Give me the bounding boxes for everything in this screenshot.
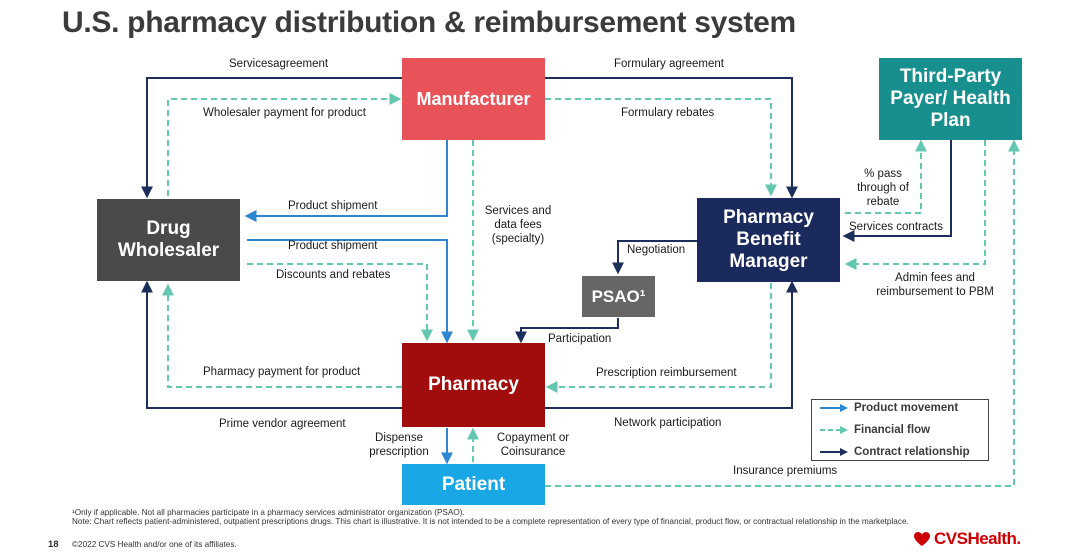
discounts-rebates-label: Discounts and rebates	[276, 269, 391, 281]
network-participation-label: Network participation	[614, 417, 722, 429]
legend-item-contract: Contract relationship	[820, 444, 970, 460]
page-title: U.S. pharmacy distribution & reimburseme…	[62, 6, 796, 39]
copyright: ©2022 CVS Health and/or one of its affil…	[72, 540, 237, 549]
financial-legend-swatch	[820, 426, 848, 434]
pbm-node: Pharmacy Benefit Manager	[697, 198, 840, 282]
pass-through-label: % pass through of rebate	[857, 168, 909, 208]
product-legend-swatch	[820, 404, 848, 412]
prescription-reimbursement-label: Prescription reimbursement	[596, 367, 737, 379]
legend: Product movement Financial flow Contract…	[811, 399, 989, 461]
heart-icon	[914, 532, 930, 546]
pharmacy-payment-label: Pharmacy payment for product	[203, 366, 361, 378]
formulary-rebates-label: Formulary rebates	[621, 107, 715, 119]
product-shipment-1-line	[244, 140, 448, 222]
services-contracts-label: Services contracts	[849, 221, 943, 233]
psao-node: PSAO¹	[582, 276, 655, 317]
insurance-premiums-label: Insurance premiums	[733, 465, 838, 477]
wholesaler-payment-line	[167, 93, 402, 196]
pass-through-line	[845, 139, 927, 214]
cvs-health-logo: CVSHealth.	[913, 529, 1021, 549]
services-agreement-label: Servicesagreement	[229, 58, 329, 70]
footnote: ¹Only if applicable. Not all pharmacies …	[72, 508, 932, 527]
copayment-label: Copayment or Coinsurance	[496, 432, 570, 458]
legend-label-product: Product movement	[854, 402, 959, 414]
admin-fees-line	[844, 140, 986, 270]
pharmacy-node: Pharmacy	[402, 343, 545, 427]
prescription-reimbursement-line	[545, 283, 772, 393]
patient-node: Patient	[402, 464, 545, 505]
manufacturer-node: Manufacturer	[402, 58, 545, 140]
logo-text: CVSHealth.	[934, 529, 1021, 548]
legend-item-product: Product movement	[820, 400, 958, 416]
discounts-rebates-line	[247, 263, 433, 342]
negotiation-line	[612, 240, 697, 275]
dispense-label: Dispense prescription	[369, 432, 429, 458]
services-fees-label: Services and data fees (specialty)	[484, 205, 552, 245]
legend-label-contract: Contract relationship	[854, 446, 970, 458]
contract-legend-swatch	[820, 448, 848, 456]
footnote-note: Note: Chart reflects patient-administere…	[72, 517, 909, 527]
product-shipment-2-line	[247, 239, 453, 344]
negotiation-label: Negotiation	[627, 244, 686, 256]
prime-vendor-line	[141, 280, 402, 409]
network-participation-line	[545, 280, 798, 409]
pharmacy-payment-line	[162, 283, 402, 388]
payer-node: Third-Party Payer/ Health Plan	[879, 58, 1022, 140]
wholesaler-payment-label: Wholesaler payment for product	[203, 107, 366, 119]
legend-item-financial: Financial flow	[820, 422, 930, 438]
admin-fees-label: Admin fees and reimbursement to PBM	[876, 272, 994, 298]
services-agreement-line	[141, 77, 402, 199]
product-shipment-1-label: Product shipment	[288, 200, 378, 212]
wholesaler-node: Drug Wholesaler	[97, 199, 240, 281]
formulary-agreement-label: Formulary agreement	[614, 58, 724, 70]
formulary-agreement-line	[545, 77, 798, 199]
prime-vendor-label: Prime vendor agreement	[219, 418, 346, 430]
product-shipment-2-label: Product shipment	[288, 240, 378, 252]
participation-label: Participation	[548, 333, 612, 345]
participation-line	[515, 318, 619, 344]
services-contracts-line	[842, 140, 952, 242]
legend-label-financial: Financial flow	[854, 424, 931, 436]
formulary-rebates-line	[545, 98, 777, 197]
page-number: 18	[48, 539, 59, 550]
footnote-psao: ¹Only if applicable. Not all pharmacies …	[72, 508, 465, 517]
